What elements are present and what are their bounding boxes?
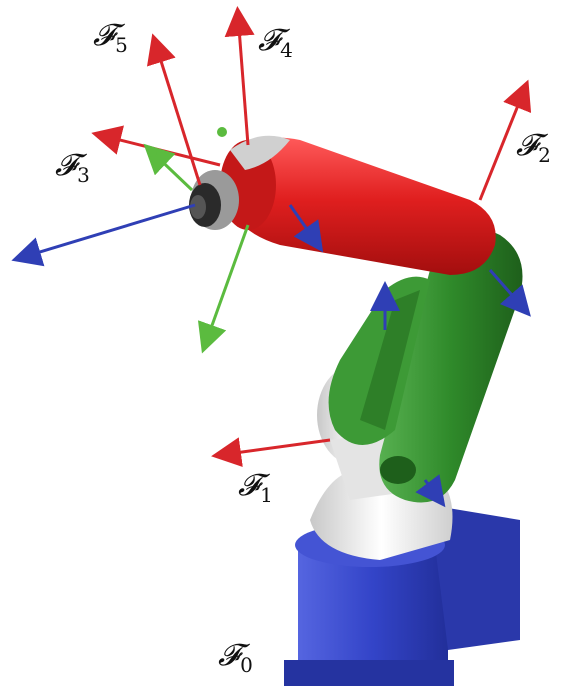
f4-x-axis bbox=[238, 15, 248, 145]
f5-green-dot bbox=[217, 127, 227, 137]
frame-label-f1: 𝓕1 bbox=[238, 468, 273, 507]
upper-arm-link bbox=[220, 136, 496, 275]
frame-label-f3: 𝓕3 bbox=[55, 148, 90, 187]
f3-z-axis bbox=[20, 205, 195, 258]
frame-label-f5: 𝓕5 bbox=[93, 18, 128, 57]
f1-x-axis bbox=[220, 440, 330, 455]
frame-label-f0: 𝓕0 bbox=[218, 638, 253, 677]
f3-green-dot bbox=[147, 147, 157, 157]
frame-label-f2: 𝓕2 bbox=[516, 128, 551, 167]
f5-x-axis bbox=[155, 42, 200, 185]
wrist-end-effector bbox=[189, 170, 239, 230]
frame-label-f4: 𝓕4 bbox=[258, 23, 293, 62]
f3-y-axis bbox=[205, 225, 248, 345]
